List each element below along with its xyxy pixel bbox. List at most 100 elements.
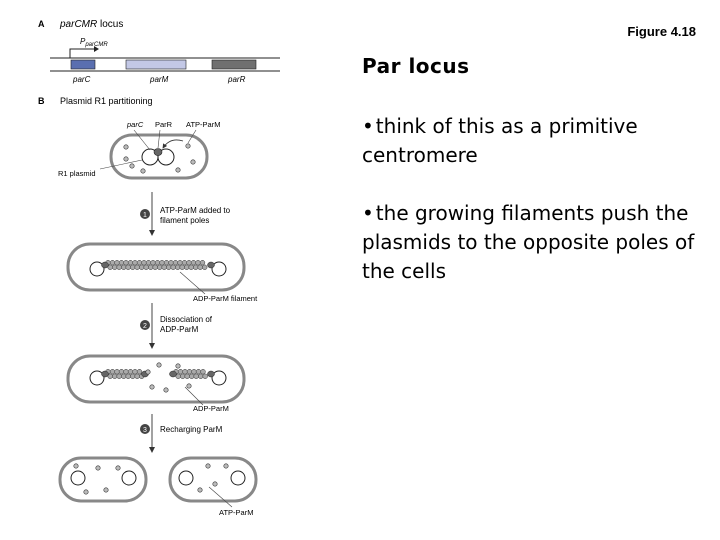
cell-membrane — [66, 242, 246, 292]
filament-subunit — [136, 260, 143, 266]
gene-locus-bar — [50, 57, 280, 72]
filament-subunit — [202, 264, 208, 270]
atp-parm-monomer — [123, 156, 129, 162]
atp-parm-monomer — [83, 489, 89, 495]
filament-subunit — [202, 373, 208, 379]
cell-membrane — [58, 456, 148, 503]
filament-subunit — [181, 260, 188, 266]
label-atp-parm-top: ATP-ParM — [186, 120, 220, 129]
cell-dissociation — [66, 354, 246, 406]
adp-parm-monomer — [175, 363, 181, 369]
label-adp-parm-filament: ADP-ParM filament — [193, 294, 258, 303]
r1-plasmid — [178, 470, 194, 486]
filament-subunit — [184, 264, 190, 270]
bullet-dot-icon: • — [362, 201, 374, 225]
filament-subunit — [139, 264, 145, 270]
filament-subunit — [116, 373, 122, 379]
filament-subunit — [121, 373, 127, 379]
filament-subunit — [193, 264, 199, 270]
bullet-item: •think of this as a primitive centromere — [362, 112, 702, 170]
filament-subunit — [125, 373, 131, 379]
atp-parm-monomer — [175, 167, 181, 173]
label-r1-plasmid: R1 plasmid — [58, 169, 96, 178]
atp-parm-monomer — [115, 465, 121, 471]
filament-subunit — [109, 369, 116, 375]
filament-subunit — [170, 264, 176, 270]
label-parC: parC — [126, 120, 144, 129]
panel-b-letter: B — [38, 96, 45, 106]
filament-subunit — [195, 369, 202, 375]
filament-subunit — [177, 369, 184, 375]
filament-subunit — [198, 373, 204, 379]
figure-number: Figure 4.18 — [627, 24, 696, 39]
atp-parm-monomer — [73, 463, 79, 469]
filament-subunit — [157, 264, 163, 270]
filament-subunit — [199, 260, 206, 266]
adp-parm-filament-left — [101, 369, 149, 379]
step-1-number: 1 — [143, 212, 147, 219]
filament-subunit — [191, 369, 197, 375]
parR-complex — [169, 370, 177, 378]
step-2-badge — [140, 320, 150, 330]
parR-complex — [101, 370, 109, 378]
parR-complex — [207, 261, 215, 269]
filament-subunit — [121, 264, 127, 270]
atp-parm-monomer — [140, 168, 146, 174]
panel-b-title: Plasmid R1 partitioning — [60, 96, 153, 106]
bullet-text: think of this as a primitive centromere — [362, 114, 638, 167]
filament-subunit — [148, 264, 154, 270]
daughter-cell-left — [58, 456, 148, 503]
adp-parm-filament — [101, 260, 215, 270]
filament-subunit — [114, 260, 120, 266]
atp-parm-monomer — [205, 463, 211, 469]
slide-title: Par locus — [362, 54, 470, 78]
filament-subunit — [189, 373, 195, 379]
filament-subunit — [130, 373, 136, 379]
label-atp-parm-bottom: ATP-ParM — [219, 508, 253, 517]
filament-subunit — [182, 369, 188, 375]
r1-plasmid — [211, 261, 227, 277]
filament-subunit — [123, 260, 129, 266]
filament-subunit — [116, 264, 122, 270]
label-adp-parm: ADP-ParM — [193, 404, 229, 413]
filament-subunit — [132, 369, 138, 375]
atp-parm-monomer — [103, 487, 109, 493]
filament-subunit — [163, 260, 170, 266]
filament-subunit — [134, 373, 140, 379]
filament-subunit — [154, 260, 161, 266]
filament-subunit — [118, 260, 125, 266]
filament-subunit — [188, 264, 194, 270]
filament-subunit — [177, 260, 183, 266]
atp-parm-monomer — [212, 481, 218, 487]
bullet-list: •think of this as a primitive centromere… — [362, 112, 702, 315]
step-1-text: ATP-ParM added to filament poles — [160, 206, 232, 225]
filament-subunit — [136, 369, 143, 375]
filament-subunit — [123, 369, 129, 375]
daughter-cell-right — [168, 456, 258, 508]
promoter-label: PparCMR — [80, 37, 108, 48]
step-2-number: 2 — [143, 323, 147, 330]
filament-subunit — [118, 369, 125, 375]
r1-plasmid — [70, 470, 86, 486]
filament-subunit — [195, 260, 201, 266]
bullet-text: the growing filaments push the plasmids … — [362, 201, 695, 283]
filament-subunit — [143, 264, 149, 270]
filament-subunit — [172, 260, 179, 266]
filament-subunit — [134, 264, 140, 270]
filament-subunit — [180, 373, 186, 379]
adp-parm-monomer — [149, 384, 155, 390]
filament-subunit — [112, 373, 118, 379]
parR-complex — [101, 261, 109, 269]
bullet-item: •the growing filaments push the plasmids… — [362, 199, 702, 286]
cell-membrane — [109, 133, 209, 180]
filament-subunit — [132, 260, 138, 266]
cell-membrane — [168, 456, 258, 503]
filament-subunit — [141, 260, 147, 266]
step-1-badge — [140, 209, 150, 219]
r1-plasmid — [121, 470, 137, 486]
label-parR: ParR — [155, 120, 173, 129]
filament-subunit — [112, 264, 118, 270]
step-2-text: Dissociation of ADP-ParM — [160, 315, 214, 334]
step-3-number: 3 — [143, 427, 147, 434]
